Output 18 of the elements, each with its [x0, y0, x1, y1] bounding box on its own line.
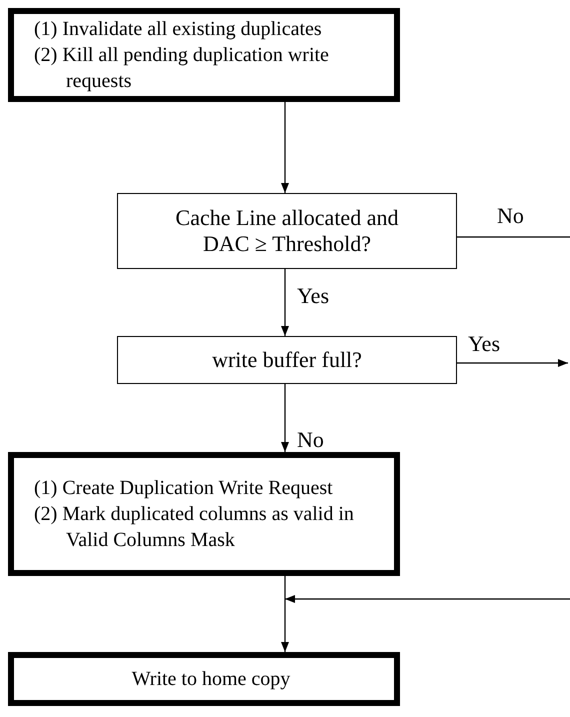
arrow — [281, 576, 289, 652]
decision-box — [117, 193, 457, 269]
arrow — [285, 595, 570, 603]
process-box — [8, 652, 400, 706]
box-text: (1) Invalidate all existing duplicates — [34, 17, 322, 42]
box-text: write buffer full? — [212, 347, 362, 373]
branch-arrow — [457, 359, 568, 367]
box-text: (2) Kill all pending duplication write requests — [34, 43, 330, 94]
decision-box — [117, 336, 457, 384]
box-text: (2) Mark duplicated columns as valid in Valid Columns Mask — [34, 502, 355, 553]
branch-arrow — [281, 269, 289, 336]
box-text: Cache Line allocated and DAC ≥ Threshold? — [174, 205, 400, 257]
process-box — [8, 452, 400, 576]
box-text: Write to home copy — [132, 667, 290, 692]
process-box — [8, 8, 400, 102]
box-text: (1) Create Duplication Write Request — [34, 476, 333, 501]
branch-arrow — [281, 384, 289, 452]
arrow — [281, 102, 289, 193]
